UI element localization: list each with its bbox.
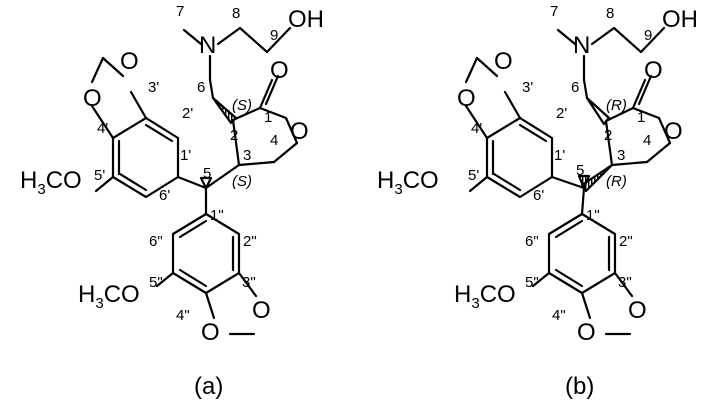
lower-aryl-ring-b (531, 186, 634, 336)
atom-number: 6 (571, 79, 579, 96)
atom-number: 1 (637, 109, 645, 126)
ring-oxygen-label: O (290, 118, 309, 145)
methoxy-label: H3CO (377, 167, 439, 198)
nitrogen-label: N (573, 32, 590, 59)
atom-number: 3" (618, 274, 632, 291)
methoxy-label: H3CO (20, 167, 82, 198)
atom-number: 4" (176, 307, 190, 324)
lactone-ring-b (604, 74, 672, 167)
dioxole-oxygen-label: O (252, 297, 271, 324)
atom-number: 2' (556, 105, 567, 122)
atom-number: 9 (270, 27, 278, 44)
stereo-descriptor: (R) (606, 97, 627, 114)
methoxy-label: H3CO (78, 281, 140, 312)
atom-number: 4' (97, 120, 108, 137)
methoxy-label: H3CO (454, 281, 516, 312)
wedge-h-c5-a (199, 176, 213, 190)
aminoethanol-chain-b (556, 26, 666, 100)
dioxole-oxygen-label: O (201, 319, 220, 346)
stereo-descriptor: (S) (232, 173, 252, 190)
carbonyl-oxygen-label: O (644, 57, 663, 84)
hashed-h-c5-b (577, 174, 591, 190)
atom-number: 5" (525, 274, 539, 291)
atom-number: 2 (230, 127, 238, 144)
atom-number: 1' (554, 147, 565, 164)
atom-number: 4 (643, 132, 651, 149)
atom-number: 3 (617, 147, 625, 164)
atom-number: 2 (604, 127, 612, 144)
atom-number: 8 (606, 5, 614, 22)
carbonyl-oxygen-label: O (270, 57, 289, 84)
atom-number: 1' (180, 147, 191, 164)
atom-number: 1" (210, 207, 224, 224)
dioxole-oxygen-label: O (120, 48, 139, 75)
atom-number: 8 (232, 5, 240, 22)
nitrogen-label: N (199, 32, 216, 59)
atom-number: 2' (182, 105, 193, 122)
caption-b: (b) (565, 373, 594, 400)
atom-number: 6' (533, 187, 544, 204)
molecule-b: N OH O O O O O O H3CO H3CO 7 8 9 6 1 2 3… (377, 3, 698, 400)
atom-number: 3" (242, 274, 256, 291)
dioxole-oxygen-label: O (457, 85, 476, 112)
upper-aryl-ring-a (90, 56, 208, 199)
caption-a: (a) (194, 373, 223, 400)
atom-number: 5 (576, 162, 584, 179)
atom-number: 5' (94, 167, 105, 184)
atom-number: 6" (525, 233, 539, 250)
atom-number: 6 (197, 79, 205, 96)
atom-number: 4" (552, 307, 566, 324)
atom-number: 3 (243, 147, 251, 164)
atom-number: 7 (176, 3, 184, 20)
atom-number: 4' (471, 120, 482, 137)
dioxole-oxygen-label: O (628, 297, 647, 324)
atom-number: 4 (270, 132, 278, 149)
dioxole-oxygen-label: O (494, 48, 513, 75)
dioxole-oxygen-label: O (577, 319, 596, 346)
atom-number: 3' (522, 79, 533, 96)
atom-number: 5 (203, 165, 211, 182)
atom-number: 5" (149, 274, 163, 291)
molecule-a: N OH O O O O O O H3CO H3CO 7 8 9 6 1 2 3… (20, 3, 324, 400)
atom-number: 6' (159, 187, 170, 204)
atom-number: 7 (550, 3, 558, 20)
aminoethanol-chain-a (182, 26, 292, 100)
dioxole-oxygen-label: O (83, 85, 102, 112)
lower-aryl-ring-a (155, 186, 258, 336)
atom-number: 2" (243, 233, 257, 250)
stereo-descriptor: (S) (232, 97, 252, 114)
ring-oxygen-label: O (664, 118, 683, 145)
atom-number: 1" (586, 207, 600, 224)
hydroxyl-label: OH (662, 6, 698, 33)
lactone-ring-a (231, 74, 299, 167)
atom-number: 9 (644, 27, 652, 44)
hydroxyl-label: OH (288, 6, 324, 33)
atom-number: 5' (468, 167, 479, 184)
atom-number: 6" (149, 233, 163, 250)
upper-aryl-ring-b (464, 56, 586, 199)
atom-number: 1 (264, 109, 272, 126)
stereo-descriptor: (R) (606, 173, 627, 190)
atom-number: 3' (148, 79, 159, 96)
atom-number: 2" (619, 233, 633, 250)
